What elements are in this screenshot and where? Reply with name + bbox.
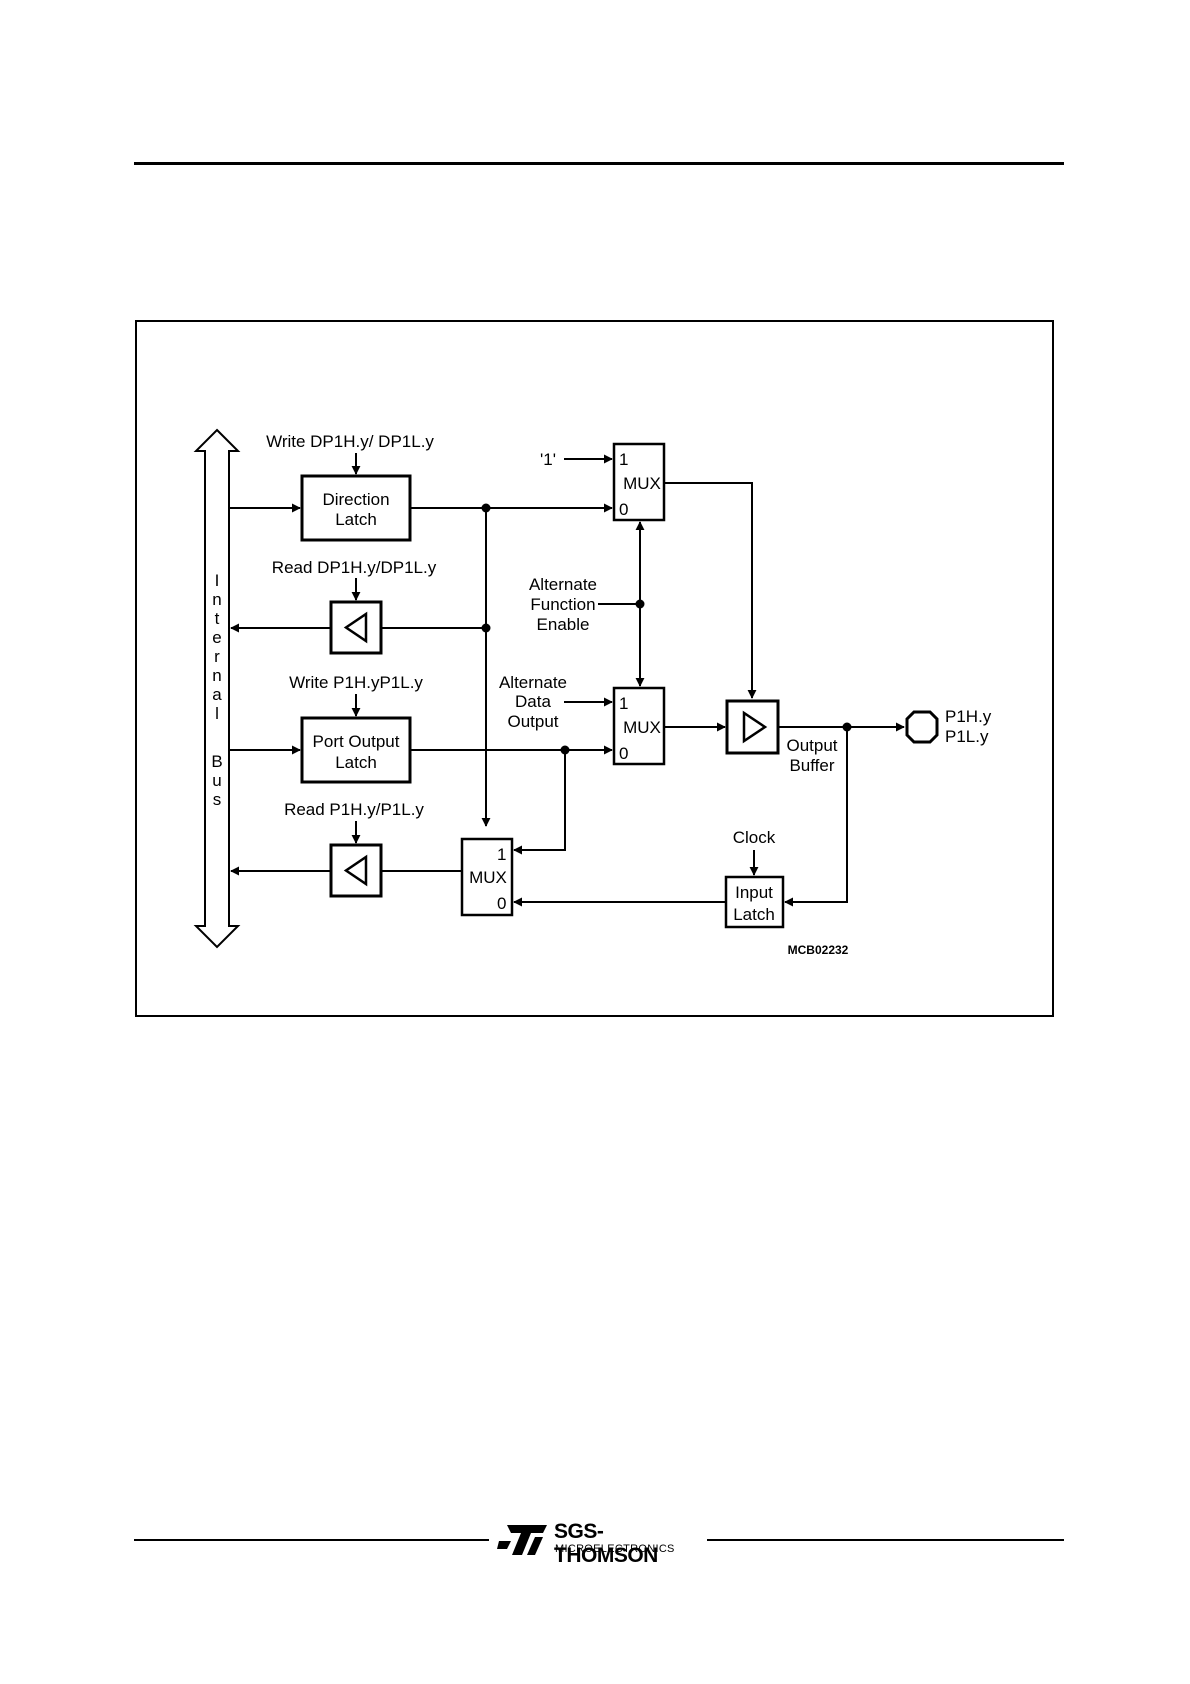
read-dp-label: Read DP1H.y/DP1L.y [272, 558, 437, 577]
alt-fn-enable-label: Enable [537, 615, 590, 634]
clock-label: Clock [733, 828, 776, 847]
alt-fn-enable-label: Alternate [529, 575, 597, 594]
alt-data-output-label: Data [515, 692, 551, 711]
mux-top-in1: 1 [619, 450, 628, 469]
port-output-latch-box [300, 716, 412, 784]
bus-letter: t [215, 609, 220, 628]
write-p-label: Write P1H.yP1L.y [289, 673, 423, 692]
write-dp-label: Write DP1H.y/ DP1L.y [266, 432, 434, 451]
bus-letter: r [214, 647, 220, 666]
bus-letter: I [215, 571, 220, 590]
input-latch-label: Latch [733, 905, 775, 924]
read-p-buffer [329, 843, 383, 898]
mux-top-to-buffer-wire [664, 482, 757, 699]
read-dp-buffer-triangle-icon [343, 611, 368, 644]
output-buffer-label: Buffer [789, 756, 834, 775]
logo-name: SGS-THOMSON [554, 1520, 658, 1567]
internal-bus-arrow [193, 428, 241, 949]
footer-rule-right [707, 1539, 1064, 1541]
bus-letter: u [212, 771, 221, 790]
alt-data-output-label: Alternate [499, 673, 567, 692]
mux-bottom-in1: 1 [497, 845, 506, 864]
mux-bottom-label: MUX [469, 868, 507, 887]
figure-code: MCB02232 [788, 943, 849, 957]
figure-frame [135, 320, 1054, 1017]
bus-letter: n [212, 666, 221, 685]
one-input-label: '1' [540, 450, 556, 469]
internal-bus-label: I n t e r n a l B u s [211, 571, 222, 809]
header-rule [134, 162, 1064, 165]
read-p-label: Read P1H.y/P1L.y [284, 800, 424, 819]
port-output-latch-label: Latch [335, 753, 377, 772]
bus-letter: a [212, 685, 222, 704]
direction-latch-label: Direction [322, 490, 389, 509]
direction-latch-label: Latch [335, 510, 377, 529]
mux-bottom-in0: 0 [497, 894, 506, 913]
pin-pad-icon [905, 710, 939, 744]
output-buffer-label: Output [786, 736, 837, 755]
output-buffer-triangle-icon [742, 710, 768, 744]
port-output-latch-label: Port Output [313, 732, 400, 751]
bus-letter: n [212, 590, 221, 609]
bus-letter: l [215, 704, 219, 723]
input-latch-label: Input [735, 883, 773, 902]
pin-to-input-latch-wire [784, 727, 848, 907]
alt-fn-enable-label: Function [530, 595, 595, 614]
output-buffer [725, 699, 780, 755]
bus-letter: e [212, 628, 221, 647]
mux-middle-in0: 0 [619, 744, 628, 763]
mux-middle-in1: 1 [619, 694, 628, 713]
alt-data-output-label: Output [507, 712, 558, 731]
st-logo: SGS-THOMSON MICROELECTRONICS [497, 1520, 702, 1567]
read-dp-buffer [329, 600, 383, 655]
mux-middle-label: MUX [623, 718, 661, 737]
port-latch-feedback-wire [513, 750, 566, 855]
bus-letter: s [213, 790, 222, 809]
st-logo-mark-icon [497, 1525, 547, 1555]
input-latch-box [724, 875, 785, 929]
read-p-buffer-triangle-icon [343, 854, 368, 887]
logo-subtitle: MICROELECTRONICS [555, 1543, 675, 1555]
pin-label: P1H.y [945, 707, 992, 726]
footer-rule-left [134, 1539, 489, 1541]
mux-top-label: MUX [623, 474, 661, 493]
pin-label: P1L.y [945, 727, 989, 746]
mux-top-in0: 0 [619, 500, 628, 519]
bus-letter: B [211, 752, 222, 771]
mux-bottom [460, 837, 514, 917]
